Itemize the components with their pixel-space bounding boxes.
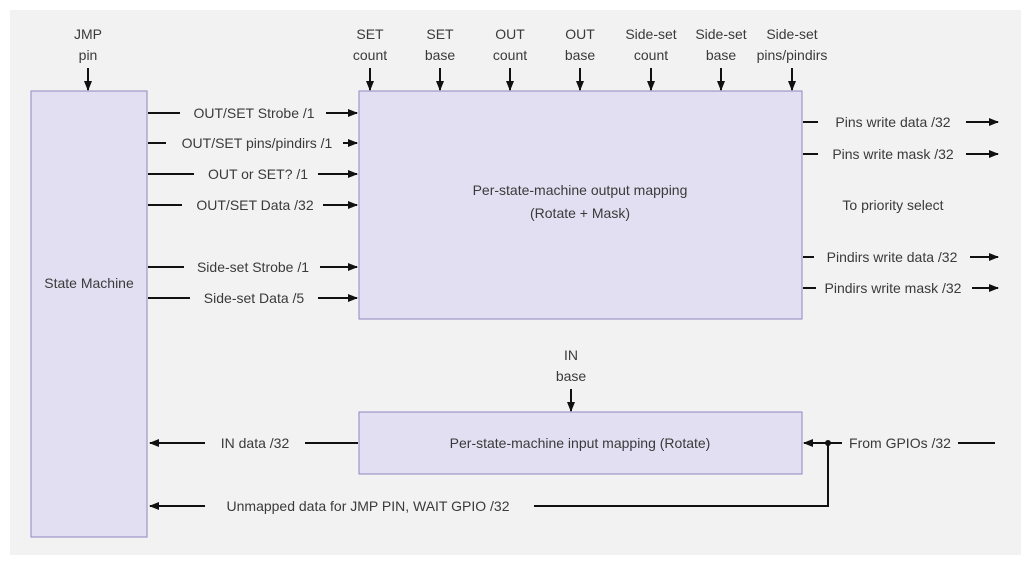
input-mapping-label: Per-state-machine input mapping (Rotate) [450, 435, 711, 451]
pins-write-data-signal: Pins write data /32 [803, 114, 999, 130]
pindirs-write-data-label: Pindirs write data /32 [827, 249, 958, 265]
outset-pins-label: OUT/SET pins/pindirs /1 [182, 135, 333, 151]
outset-data-label: OUT/SET Data /32 [196, 197, 313, 213]
from-gpios-label: From GPIOs /32 [849, 435, 951, 451]
out-or-set-label: OUT or SET? /1 [208, 166, 308, 182]
sideset-count-label-line1: Side-set [625, 26, 676, 42]
state-machine-label: State Machine [44, 275, 134, 291]
priority-select-note: To priority select [842, 197, 943, 213]
outset-strobe-signal: OUT/SET Strobe /1 [148, 105, 358, 121]
set-count-label-line1: SET [356, 26, 384, 42]
gpio-branch-line [534, 443, 829, 507]
in-base-label-line2: base [556, 368, 587, 384]
sideset-pins-label-line1: Side-set [766, 26, 817, 42]
set-count-label-line2: count [353, 47, 387, 63]
outset-strobe-label: OUT/SET Strobe /1 [193, 105, 314, 121]
in-base-input: IN base [556, 347, 587, 412]
sideset-strobe-signal: Side-set Strobe /1 [148, 259, 358, 275]
out-base-input: OUT base [565, 26, 596, 91]
sideset-count-input: Side-set count [625, 26, 677, 91]
from-gpios-signal: From GPIOs /32 [534, 435, 995, 507]
in-data-signal: IN data /32 [149, 435, 358, 451]
sideset-strobe-label: Side-set Strobe /1 [197, 259, 309, 275]
out-count-label-line2: count [493, 47, 527, 63]
unmapped-data-signal: Unmapped data for JMP PIN, WAIT GPIO /32 [149, 498, 510, 514]
sideset-pins-label-line2: pins/pindirs [757, 47, 828, 63]
set-base-label-line1: SET [426, 26, 454, 42]
unmapped-data-label: Unmapped data for JMP PIN, WAIT GPIO /32 [227, 498, 510, 514]
output-mapping-label-line2: (Rotate + Mask) [530, 205, 630, 221]
sideset-count-label-line2: count [634, 47, 668, 63]
out-count-label-line1: OUT [495, 26, 525, 42]
jmp-pin-label-line2: pin [79, 47, 98, 63]
pindirs-write-mask-signal: Pindirs write mask /32 [803, 280, 999, 296]
out-or-set-signal: OUT or SET? /1 [148, 166, 358, 182]
input-mapping-block [358, 411, 803, 475]
in-data-label: IN data /32 [221, 435, 290, 451]
outset-data-signal: OUT/SET Data /32 [148, 197, 358, 213]
sideset-base-input: Side-set base [695, 26, 747, 91]
sideset-base-label-line2: base [706, 47, 737, 63]
pins-write-mask-signal: Pins write mask /32 [803, 146, 999, 162]
jmp-pin-label-line1: JMP [74, 26, 102, 42]
set-base-input: SET base [425, 26, 456, 91]
state-machine-block [30, 90, 148, 538]
outset-pins-signal: OUT/SET pins/pindirs /1 [148, 135, 358, 151]
output-mapping-label-line1: Per-state-machine output mapping [473, 182, 688, 198]
in-base-label-line1: IN [564, 347, 578, 363]
sideset-pins-input: Side-set pins/pindirs [757, 26, 828, 91]
set-base-label-line2: base [425, 47, 456, 63]
sideset-data-signal: Side-set Data /5 [148, 290, 358, 306]
sideset-data-label: Side-set Data /5 [204, 290, 305, 306]
pindirs-write-data-signal: Pindirs write data /32 [803, 249, 999, 265]
pins-write-mask-label: Pins write mask /32 [832, 146, 954, 162]
pindirs-write-mask-label: Pindirs write mask /32 [825, 280, 962, 296]
sideset-base-label-line1: Side-set [695, 26, 746, 42]
jmp-pin-input: JMP pin [74, 26, 102, 91]
output-mapping-block [358, 90, 803, 320]
out-base-label-line1: OUT [565, 26, 595, 42]
out-base-label-line2: base [565, 47, 596, 63]
set-count-input: SET count [353, 26, 387, 91]
out-count-input: OUT count [493, 26, 527, 91]
pins-write-data-label: Pins write data /32 [835, 114, 950, 130]
